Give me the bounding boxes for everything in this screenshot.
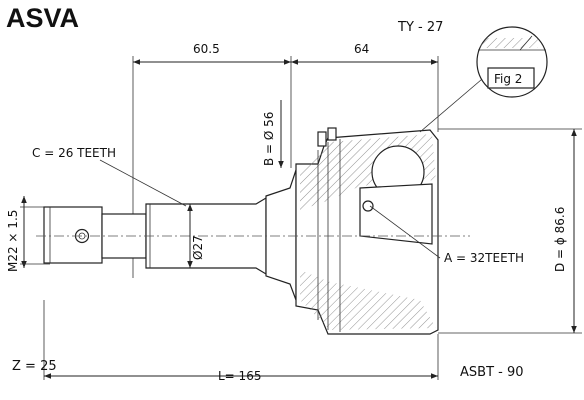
label-a-teeth: A = 32TEETH [444, 251, 524, 265]
dim-l: L= 165 [218, 369, 261, 383]
dim-thread: M22 × 1.5 [6, 210, 20, 272]
dim-b: B = Ø 56 [262, 112, 276, 166]
abs-ring-tooth [317, 131, 327, 147]
dim-d: D = ϕ 86.6 [553, 207, 567, 272]
label-c-teeth: C = 26 TEETH [32, 146, 116, 160]
fig-label-box [487, 67, 535, 89]
article-number: ASBT - 90 [460, 365, 524, 380]
inner-race [359, 183, 433, 245]
dim-60-5: 60.5 [193, 42, 220, 56]
part-code: TY - 27 [397, 20, 443, 35]
fig-label: Fig 2 [494, 72, 522, 86]
leader-a [369, 205, 441, 259]
leader-c [99, 159, 187, 207]
shaft-shoulder [265, 169, 297, 301]
leader-fig [419, 73, 489, 133]
dim-64: 64 [354, 42, 369, 56]
threaded-stub [43, 206, 103, 264]
z-value: Z = 25 [12, 359, 57, 374]
housing-hatch-bottom [300, 270, 436, 330]
race-hole [362, 200, 374, 212]
brand-logo: ASVA [6, 3, 79, 33]
dim-shaft-dia: Ø27 [191, 235, 205, 260]
